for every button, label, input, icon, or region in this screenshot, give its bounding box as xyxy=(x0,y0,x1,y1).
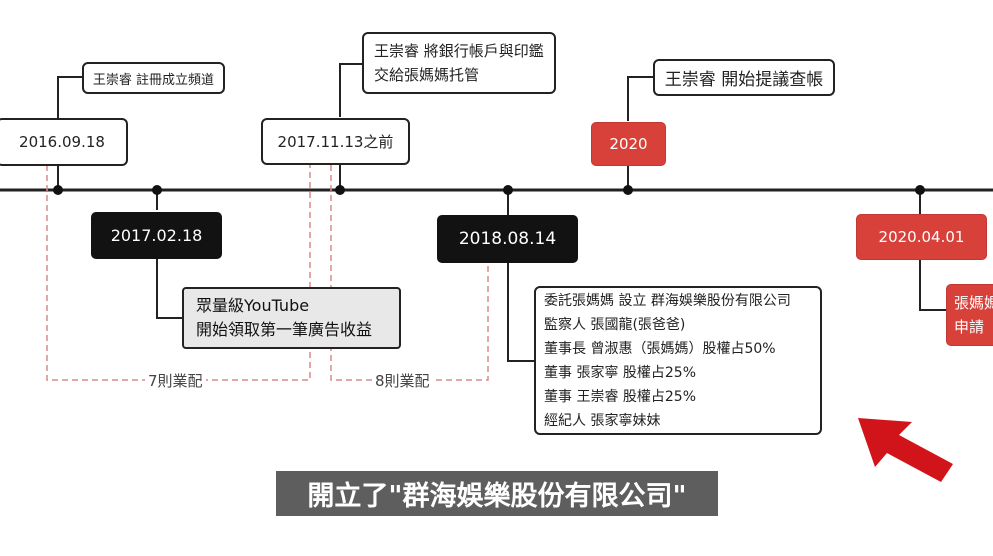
event-company-line: 董事 王崇睿 股權占25% xyxy=(544,388,697,405)
event-youtube-line: 眾量級YouTube xyxy=(196,296,310,315)
connector-bank-note xyxy=(339,63,362,117)
date-box-2020b: 2020.04.01 xyxy=(856,214,987,260)
subtitle-caption: 開立了"群海娛樂股份有限公司" xyxy=(276,471,718,516)
connector-youtube-note xyxy=(156,258,182,319)
event-channel: 王崇睿 註冊成立頻道 xyxy=(82,62,225,94)
event-audit: 王崇睿 開始提議查帳 xyxy=(653,59,835,96)
timeline-dot xyxy=(623,185,633,195)
timeline-dot xyxy=(503,185,513,195)
date-box-2020: 2020 xyxy=(591,122,666,166)
timeline-dot xyxy=(335,185,345,195)
timeline-dot xyxy=(53,185,63,195)
event-youtube: 眾量級YouTube 開始領取第一筆廣告收益 xyxy=(182,287,401,349)
event-bank: 王崇睿 將銀行帳戶與印鑑 交給張媽媽托管 xyxy=(362,32,556,94)
event-company-line: 董事 張家寧 股權占25% xyxy=(544,364,697,381)
connector-apply-note xyxy=(919,260,946,311)
event-bank-line: 王崇睿 將銀行帳戶與印鑑 xyxy=(374,42,544,60)
note-7-ads: 7則業配 xyxy=(145,370,206,391)
timeline-dot xyxy=(152,185,162,195)
connector-company-note xyxy=(507,262,534,362)
event-partial-line: 申請 xyxy=(954,318,985,336)
dashed-bracket-7 xyxy=(46,165,311,381)
event-company: 委託張媽媽 設立 群海娛樂股份有限公司 監察人 張國龍(張爸爸) 董事長 曾淑惠… xyxy=(534,286,822,435)
red-arrow-icon xyxy=(858,418,953,482)
event-company-line: 經紀人 張家寧妹妹 xyxy=(544,412,661,429)
event-company-line: 監察人 張國龍(張爸爸) xyxy=(544,316,686,333)
event-company-line: 委託張媽媽 設立 群海娛樂股份有限公司 xyxy=(544,292,791,309)
note-8-ads: 8則業配 xyxy=(372,370,433,391)
event-partial: 張媽媽 申請 xyxy=(946,284,993,346)
event-company-line: 董事長 曾淑惠（張媽媽）股權占50% xyxy=(544,340,776,357)
date-box-2017: 2017.02.18 xyxy=(91,212,222,259)
timeline-dot xyxy=(915,185,925,195)
event-youtube-line: 開始領取第一筆廣告收益 xyxy=(196,320,373,339)
event-bank-line: 交給張媽媽托管 xyxy=(374,66,480,84)
date-box-2017b: 2017.11.13之前 xyxy=(261,118,410,165)
event-partial-line: 張媽媽 xyxy=(954,294,993,312)
date-box-2018: 2018.08.14 xyxy=(437,215,578,263)
connector-audit-note xyxy=(627,76,653,121)
date-box-2016: 2016.09.18 xyxy=(0,118,128,166)
